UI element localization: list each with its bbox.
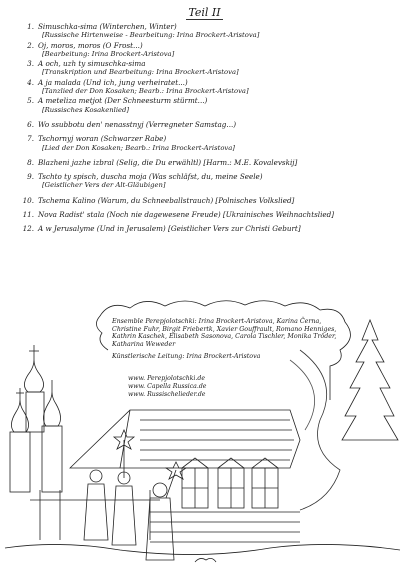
- website-link[interactable]: www. Capella Russica.de: [128, 382, 207, 390]
- bird-icon: [194, 558, 217, 563]
- website-list: www. Perepjolotschki.de www. Capella Rus…: [128, 375, 206, 398]
- song-item-11: 11.Nova Radist' stala (Noch nie dagewese…: [22, 210, 335, 220]
- ensemble-credits: Ensemble Perepjolotschki: Irina Brockert…: [112, 318, 347, 361]
- song-item-10: 10.Tschema Kalino (Warum, du Schneeballs…: [22, 195, 295, 205]
- song-item-7: 7.Tschornyj woran (Schwarzer Rabe) [Lied…: [27, 134, 235, 152]
- song-item-2: 2.Oj, moros, moros (O Frost...) [Bearbei…: [27, 40, 175, 58]
- song-item-12: 12.A w Jerusalyme (Und in Jerusalem) [Ge…: [22, 224, 301, 234]
- song-item-9: 9.Tschto ty spisch, duscha moja (Was sch…: [27, 172, 263, 190]
- fir-tree-icon: [341, 318, 399, 441]
- cloud-outline: [96, 300, 351, 400]
- song-item-8: 8.Blazheni jazhe izbral (Selig, die Du e…: [27, 157, 298, 167]
- song-item-5: 5.A meteliza metjot (Der Schneesturm stü…: [27, 96, 208, 114]
- song-item-3: 3.A och, uzh ty simuschka-sima [Transkri…: [27, 59, 239, 77]
- website-link[interactable]: www. Perepjolotschki.de: [128, 375, 205, 382]
- page-title: Teil II: [186, 6, 223, 20]
- artistic-director: Künstlerische Leitung: Irina Brockert-Ar…: [112, 353, 261, 361]
- website-link[interactable]: www. Russischelieder.de: [128, 390, 206, 398]
- song-item-1: 1.Simuschka-sima (Winterchen, Winter) [R…: [27, 22, 260, 40]
- ensemble-members: Ensemble Perepjolotschki: Irina Brockert…: [112, 318, 337, 348]
- song-item-6: 6.Wo ssubbotu den' nenasstnyj (Verregnet…: [27, 119, 237, 129]
- carolers-icon: [83, 428, 188, 561]
- song-item-4: 4.A ja malada (Und ich, jung verheiratet…: [27, 77, 249, 96]
- onion-dome-icon: [24, 359, 44, 393]
- song-list: 1.Simuschka-sima (Winterchen, Winter) [R…: [20, 22, 405, 234]
